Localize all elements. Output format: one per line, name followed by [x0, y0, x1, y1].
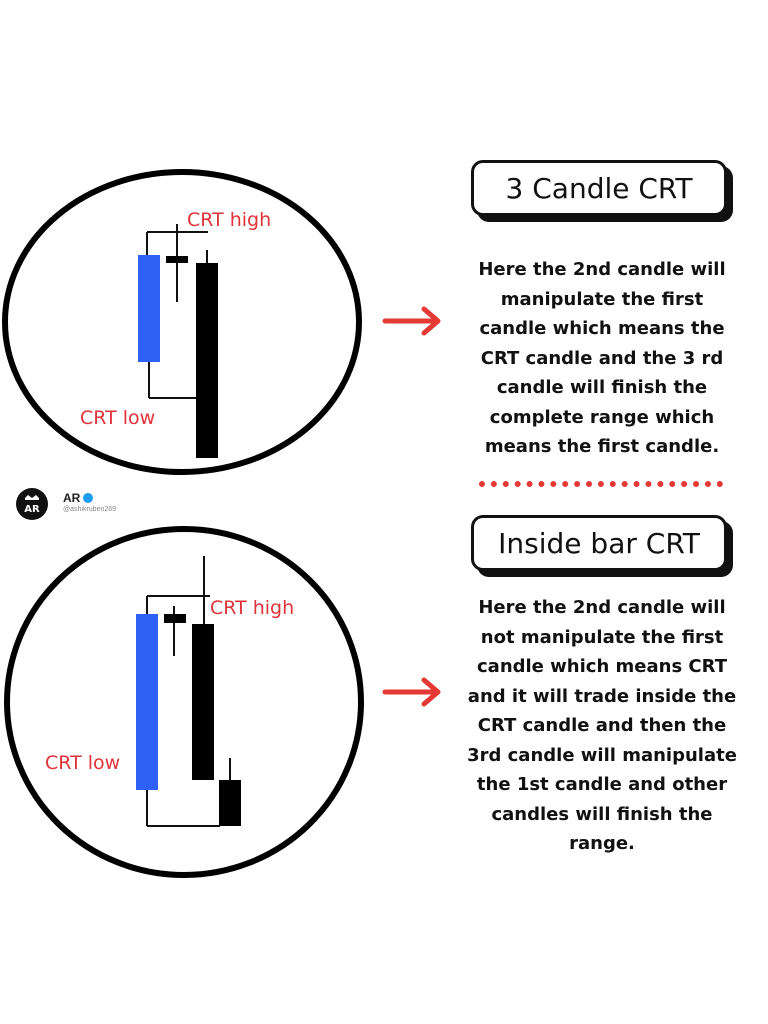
candle-2-body — [166, 256, 188, 263]
description-line: candle will finish the — [496, 377, 708, 398]
profile-name-text: AR — [63, 491, 81, 505]
description-line: CRT candle and the 3 rd — [480, 347, 724, 369]
description-line: means the first candle. — [484, 436, 720, 457]
description-line: not manipulate the first — [480, 626, 724, 648]
description-line: Here the 2nd candle will — [478, 597, 726, 618]
description-line: the 1st candle and other — [476, 774, 728, 795]
section-2-title: Inside bar CRT — [471, 515, 727, 571]
right-arrow-icon — [382, 677, 441, 707]
section-1-description: Here the 2nd candle will manipulate the … — [462, 255, 742, 462]
description-line: CRT candle and then the — [477, 715, 727, 736]
diagram-1-circle — [2, 169, 362, 475]
section-2-description: Here the 2nd candle will not manipulate … — [452, 593, 752, 859]
description-line: candles will finish the — [491, 803, 713, 825]
right-arrow-icon — [382, 306, 441, 336]
profile-handle: @ashikruben269 — [63, 506, 117, 513]
profile-name: AR — [63, 491, 94, 505]
description-line: and it will trade inside the — [467, 685, 737, 707]
section-1-title: 3 Candle CRT — [471, 160, 727, 216]
ar-logo-icon: AR — [24, 495, 40, 515]
verified-badge-icon — [83, 493, 94, 503]
candle-1-body — [136, 614, 158, 790]
svg-text:AR: AR — [24, 504, 40, 515]
crt-high-label: CRT high — [187, 209, 271, 231]
crt-high-label: CRT high — [210, 597, 294, 619]
description-line: candle which means CRT — [477, 656, 727, 677]
description-line: range. — [569, 833, 635, 854]
dotted-divider — [479, 481, 723, 487]
description-line: Here the 2nd candle will — [478, 259, 726, 280]
candle-3-body — [196, 263, 218, 458]
diagram-inside-bar-crt: CRT high CRT low — [4, 526, 364, 878]
candle-3-body — [192, 624, 214, 780]
description-line: 3rd candle will manipulate — [467, 744, 737, 766]
avatar: AR — [16, 488, 48, 520]
diagram-2-circle — [4, 526, 364, 878]
diagram-3-candle-crt: CRT high CRT low — [2, 169, 362, 475]
candle-2-body — [164, 614, 186, 623]
crt-low-label: CRT low — [80, 407, 155, 429]
description-line: complete range which — [489, 406, 715, 428]
description-line: candle which means the — [479, 318, 725, 339]
candle-4-body — [219, 780, 241, 826]
description-line: manipulate the first — [500, 288, 704, 310]
candle-1-body — [138, 255, 160, 362]
crt-low-label: CRT low — [45, 752, 120, 774]
